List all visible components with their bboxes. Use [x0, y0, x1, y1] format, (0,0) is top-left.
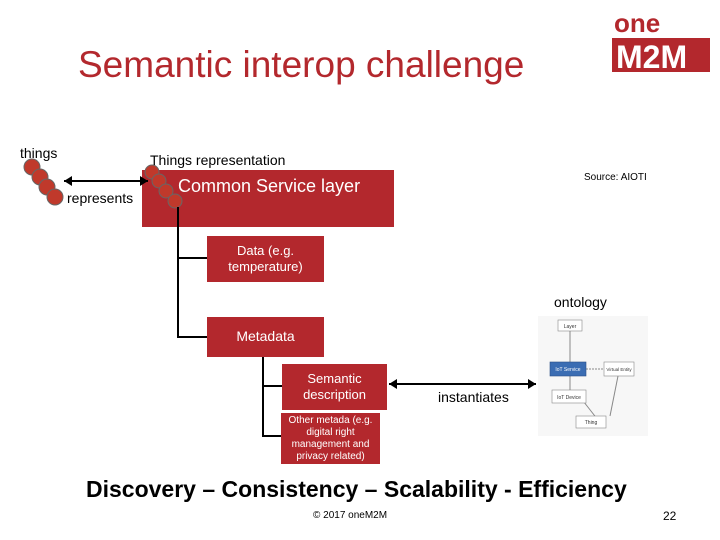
svg-text:M2M: M2M	[616, 39, 687, 75]
metadata-box: Metadata	[207, 317, 324, 357]
things-representation-chain-icon	[144, 164, 183, 209]
other-metadata-box: Other metada (e.g. digital right managem…	[281, 413, 380, 464]
ontology-node-iot-device	[551, 389, 587, 404]
svg-text:one: one	[614, 8, 660, 38]
things-representation-label: Things representation	[150, 152, 286, 168]
page-number: 22	[663, 509, 677, 523]
svg-text:Virtual Entity: Virtual Entity	[606, 367, 632, 372]
ontology-node-virtual-entity	[603, 361, 635, 377]
common-service-layer-label: Common Service layer	[178, 176, 361, 196]
onem2m-logo: one M2M	[612, 8, 710, 75]
things-label: things	[20, 145, 58, 161]
ontology-node-layer	[557, 319, 583, 332]
ontology-node-iot-service	[549, 361, 587, 377]
data-box: Data (e.g. temperature)	[207, 236, 324, 282]
common-service-layer-box	[142, 170, 394, 227]
things-chain-icon	[23, 158, 64, 206]
svg-text:Layer: Layer	[564, 324, 577, 330]
page-title: Semantic interop challenge	[78, 44, 525, 85]
ontology-label: ontology	[554, 294, 607, 310]
ontology-node-thing	[575, 415, 607, 429]
instantiates-label: instantiates	[438, 389, 509, 405]
represents-label: represents	[67, 190, 134, 206]
svg-text:IoT Service: IoT Service	[555, 367, 580, 373]
tagline: Discovery – Consistency – Scalability - …	[86, 476, 627, 502]
ontology-diagram: Layer IoT Service Virtual Entity IoT Dev…	[538, 316, 648, 436]
semantic-description-box: Semantic description	[282, 364, 387, 410]
source-label: Source: AIOTI	[584, 172, 647, 183]
copyright: © 2017 oneM2M	[313, 510, 388, 521]
svg-text:Thing: Thing	[585, 420, 598, 426]
svg-text:IoT Device: IoT Device	[557, 395, 581, 401]
